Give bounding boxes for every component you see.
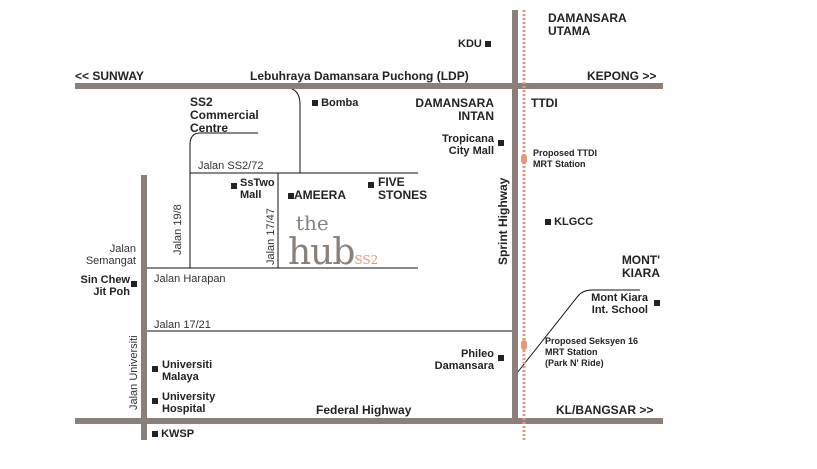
road-label-ldp: Lebuhraya Damansara Puchong (LDP) (250, 69, 469, 83)
area-ttdi: TTDI (531, 96, 558, 110)
direction-kepong: KEPONG >> (587, 69, 657, 83)
road-jalan-universiti (141, 175, 147, 440)
landmark-mkis-line1: Mont Kiara (591, 292, 648, 304)
road-semangat-line1: Jalan (109, 243, 136, 255)
road-ss2-commercial (189, 132, 258, 268)
area-damansara-intan-line2: INTAN (458, 109, 494, 123)
landmark-five-stones-line1: FIVE (378, 175, 405, 189)
landmark-uh-line1: University (162, 391, 216, 403)
mrt-ttdi-line1: Proposed TTDI (533, 148, 598, 158)
marker-icon (288, 192, 294, 199)
landmark-phileo-line2: Damansara (434, 360, 494, 372)
marker-icon (312, 100, 318, 107)
area-damansara-utama-line1: DAMANSARA (548, 11, 627, 25)
landmark-kdu: KDU (458, 38, 491, 50)
marker-icon (152, 431, 158, 438)
road-label-ss2-72: Jalan SS2/72 (198, 160, 264, 172)
landmark-bomba: Bomba (312, 97, 358, 109)
road-ss2-link (291, 88, 301, 173)
area-mont-kiara: MONT'KIARA (600, 254, 660, 280)
area-damansara-intan-line1: DAMANSARA (415, 96, 494, 110)
direction-kl-bangsar: KL/BANGSAR >> (556, 403, 654, 417)
marker-icon (368, 182, 374, 188)
area-mont-kiara-line2: KIARA (622, 266, 660, 280)
road-label-federal: Federal Highway (316, 403, 412, 417)
landmark-um-line1: Universiti (162, 359, 213, 371)
road-mont-kiara (516, 289, 640, 374)
marker-icon (231, 183, 237, 189)
road-sprint-highway (512, 10, 518, 424)
marker-icon (545, 219, 551, 226)
mrt-s16-line1: Proposed Seksyen 16 (545, 336, 639, 346)
landmark-uh-line2: Hospital (162, 403, 206, 415)
the-hub-ss2-logo: the hubSS2 (288, 212, 378, 279)
road-label-17-47: Jalan 17/47 (265, 208, 277, 265)
landmark-mkis-line2: Int. School (591, 304, 648, 316)
marker-icon (654, 300, 660, 306)
logo-hub-line: hubSS2 (288, 234, 378, 279)
landmark-klgcc: KLGCC (545, 216, 593, 228)
landmark-tropicana-line2: City Mall (448, 145, 494, 157)
landmark-phileo-line1: Phileo (460, 348, 494, 360)
road-label-harapan: Jalan Harapan (154, 273, 226, 285)
area-ss2-line3: Centre (190, 121, 229, 135)
logo-hub: hub (288, 232, 355, 273)
road-label-sprint: Sprint Highway (496, 177, 510, 265)
marker-icon (152, 366, 158, 372)
area-ss2-line2: Commercial (190, 108, 259, 122)
marker-icon (152, 398, 158, 404)
landmark-kwsp: KWSP (152, 428, 194, 440)
landmark-ameera-label: AMEERA (294, 188, 347, 202)
marker-icon (484, 41, 491, 48)
logo-the: the (296, 211, 329, 235)
landmark-ameera: AMEERA (288, 189, 346, 202)
landmark-kwsp-label: KWSP (161, 428, 195, 440)
area-damansara-utama-line2: UTAMA (548, 24, 591, 38)
landmark-five-stones-line2: STONES (378, 188, 428, 202)
marker-icon (131, 281, 137, 287)
landmark-sinchew-line2: Jit Poh (93, 286, 130, 298)
mrt-s16-line2: MRT Station (545, 347, 598, 357)
landmark-um-line2: Malaya (162, 371, 199, 383)
landmark-tropicana-line1: Tropicana (442, 133, 494, 145)
area-ss2-line1: SS2 (190, 95, 213, 109)
road-label-17-21: Jalan 17/21 (154, 319, 211, 331)
road-label-universiti: Jalan Universiti (128, 335, 140, 410)
road-semangat-line2: Semangat (85, 255, 136, 267)
mrt-ttdi-line2: MRT Station (533, 159, 586, 169)
landmark-bomba-label: Bomba (321, 97, 359, 109)
marker-icon (498, 140, 504, 146)
landmark-kdu-label: KDU (458, 38, 482, 50)
area-mont-kiara-line1: MONT' (621, 253, 660, 267)
mrt-station-seksyen16-marker (521, 340, 527, 350)
landmark-klgcc-label: KLGCC (554, 216, 594, 228)
landmark-sstwo-line1: SsTwo (240, 177, 275, 189)
mrt-station-ttdi-marker (521, 154, 527, 164)
mrt-s16-line3: (Park N' Ride) (545, 358, 604, 368)
direction-sunway: << SUNWAY (75, 69, 144, 83)
road-ldp (75, 83, 663, 89)
landmark-sstwo-line2: Mall (240, 189, 262, 201)
logo-ss2: SS2 (354, 253, 379, 267)
road-label-19-8: Jalan 19/8 (172, 204, 184, 255)
road-federal-highway (75, 418, 663, 424)
landmark-sinchew-line1: Sin Chew (80, 274, 130, 286)
marker-icon (498, 355, 504, 361)
